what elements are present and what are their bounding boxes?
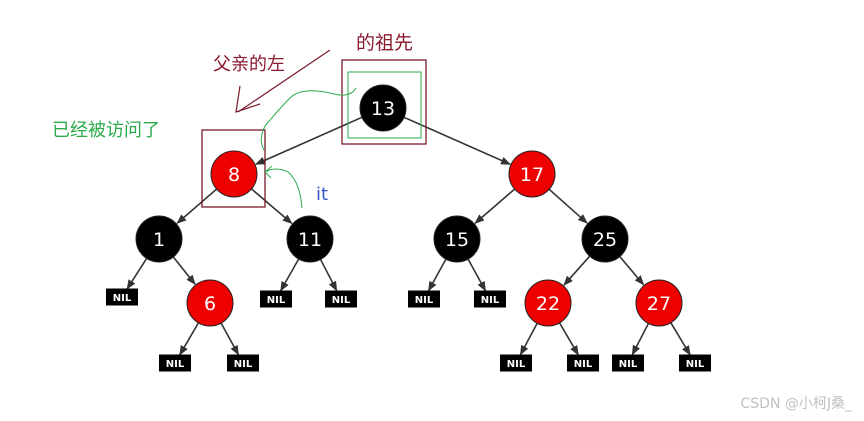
node-circle-15 xyxy=(433,215,481,263)
csdn-watermark: CSDN @小柯J桑_ xyxy=(740,396,853,412)
tree-edge-n1-nil1a xyxy=(126,257,148,290)
tree-edge-n27-nil27a xyxy=(631,323,650,356)
visited-annotation: 已经被访问了 xyxy=(52,120,160,141)
node-circle-27 xyxy=(635,279,683,327)
nil-label: NIL xyxy=(166,359,185,370)
nil-label: NIL xyxy=(234,359,253,370)
nil-label: NIL xyxy=(619,359,638,370)
node-circle-6 xyxy=(186,279,234,327)
node-circle-13 xyxy=(359,84,407,132)
parent-left-arrow-head xyxy=(235,85,261,113)
tree-node-17: 17 xyxy=(508,150,556,198)
nil-leaf: NIL xyxy=(679,354,711,372)
tree-node-1: 1 xyxy=(135,215,183,263)
node-circle-8 xyxy=(210,150,258,198)
ancestor-highlight-box xyxy=(341,59,427,145)
node-label-27: 27 xyxy=(647,293,671,315)
tree-edge-n11-nil11a xyxy=(279,258,300,292)
tree-node-15: 15 xyxy=(433,215,481,263)
tree-edge-n17-n15 xyxy=(474,188,516,224)
nil-box xyxy=(325,290,357,308)
parent-left-annotation: 父亲的左 xyxy=(213,54,285,75)
ancestor-green-box xyxy=(347,71,422,139)
nil-box xyxy=(612,354,644,372)
nil-box xyxy=(500,354,532,372)
nil-leaf: NIL xyxy=(612,354,644,372)
tree-node-27: 27 xyxy=(635,279,683,327)
tree-edge-n15-nil15b xyxy=(467,258,487,292)
tree-edge-n25-n27 xyxy=(619,256,645,286)
node-circle-1 xyxy=(135,215,183,263)
tree-edge-n27-nil27b xyxy=(670,322,691,356)
it-pointer-curve xyxy=(264,165,303,209)
node-label-25: 25 xyxy=(593,229,617,251)
nil-leaf: NIL xyxy=(260,290,292,308)
node-label-17: 17 xyxy=(520,164,544,186)
tree-edge-n1-n6 xyxy=(172,256,196,286)
tree-edge-n13-n8 xyxy=(255,116,363,166)
node-circle-22 xyxy=(524,279,572,327)
nil-label: NIL xyxy=(267,295,286,306)
tree-edge-n22-nil22a xyxy=(519,322,538,356)
tree-edge-n22-nil22b xyxy=(558,322,579,356)
tree-edge-n17-n25 xyxy=(548,188,588,224)
nil-leaf: NIL xyxy=(325,290,357,308)
node-circle-25 xyxy=(581,215,629,263)
nil-box xyxy=(408,290,440,308)
nil-box xyxy=(159,354,191,372)
parent-highlight-box xyxy=(201,129,266,208)
nil-leaf: NIL xyxy=(474,290,506,308)
tree-edge-n8-n1 xyxy=(176,188,218,224)
nil-label: NIL xyxy=(686,359,705,370)
node-label-13: 13 xyxy=(371,98,395,120)
node-label-15: 15 xyxy=(445,229,469,251)
nil-label: NIL xyxy=(574,359,593,370)
nil-leaf: NIL xyxy=(159,354,191,372)
annotation-overlay xyxy=(201,49,427,209)
node-label-11: 11 xyxy=(298,229,322,251)
nil-leaf: NIL xyxy=(227,354,259,372)
parent-left-arrow-line xyxy=(237,49,331,113)
tree-node-8: 8 xyxy=(210,150,258,198)
nil-label: NIL xyxy=(415,295,434,306)
node-label-22: 22 xyxy=(536,293,560,315)
tree-node-6: 6 xyxy=(186,279,234,327)
nil-label: NIL xyxy=(113,293,132,304)
tree-edge-n13-n17 xyxy=(403,116,511,166)
node-circle-11 xyxy=(286,215,334,263)
tree-edge-n6-nil6a xyxy=(179,322,200,356)
visited-path-curve xyxy=(260,87,357,151)
node-circle-17 xyxy=(508,150,556,198)
nil-leaf: NIL xyxy=(567,354,599,372)
nil-label: NIL xyxy=(332,295,351,306)
nil-leaf: NIL xyxy=(106,288,138,306)
nil-box xyxy=(106,288,138,306)
it-annotation: it xyxy=(316,184,329,205)
tree-edge-n25-n22 xyxy=(563,255,591,286)
nil-box xyxy=(260,290,292,308)
tree-edge-n6-nil6b xyxy=(220,322,240,356)
nil-box xyxy=(679,354,711,372)
nil-leaf: NIL xyxy=(408,290,440,308)
nil-box xyxy=(227,354,259,372)
node-label-8: 8 xyxy=(228,164,240,186)
nil-label: NIL xyxy=(481,295,500,306)
nil-box xyxy=(474,290,506,308)
tree-edge-n15-nil15a xyxy=(427,258,447,292)
tree-node-11: 11 xyxy=(286,215,334,263)
node-label-1: 1 xyxy=(153,229,165,251)
ancestor-annotation: 的祖先 xyxy=(356,32,414,54)
tree-edge-n8-n11 xyxy=(250,188,293,225)
nil-box xyxy=(567,354,599,372)
node-label-6: 6 xyxy=(204,293,216,315)
tree-node-22: 22 xyxy=(524,279,572,327)
nil-leaf: NIL xyxy=(500,354,532,372)
nil-label: NIL xyxy=(507,359,526,370)
tree-edge-n11-nil11b xyxy=(319,259,338,292)
tree-edges xyxy=(126,116,691,356)
tree-node-25: 25 xyxy=(581,215,629,263)
tree-node-13: 13 xyxy=(359,84,407,132)
